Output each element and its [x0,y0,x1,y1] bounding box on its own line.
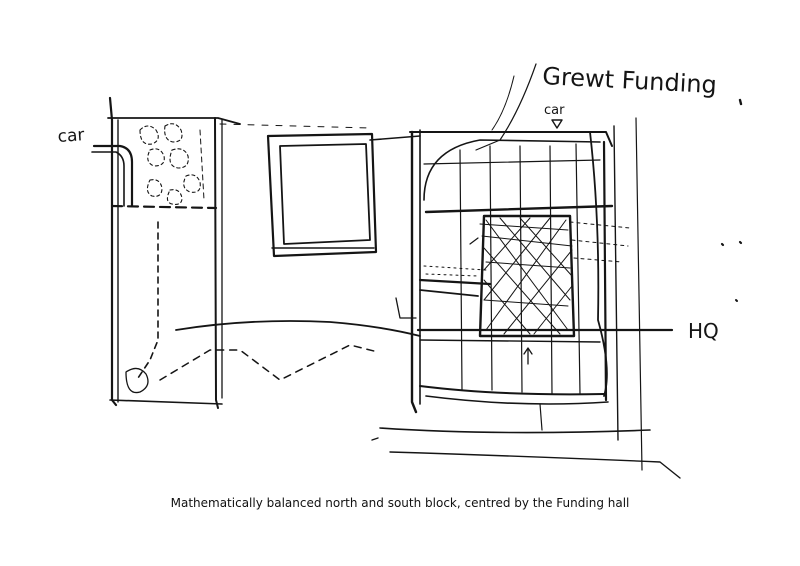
car-label-left: car [57,125,85,147]
central-square [266,132,378,258]
hq-label: HQ [688,319,719,343]
car-label-top: car [544,103,565,118]
hq-complex [371,63,743,479]
grant-funding-label: Grewt Funding [542,62,718,99]
site-access-lines [159,123,421,381]
west-block [91,96,241,409]
figure-caption: Mathematically balanced north and south … [170,496,630,510]
